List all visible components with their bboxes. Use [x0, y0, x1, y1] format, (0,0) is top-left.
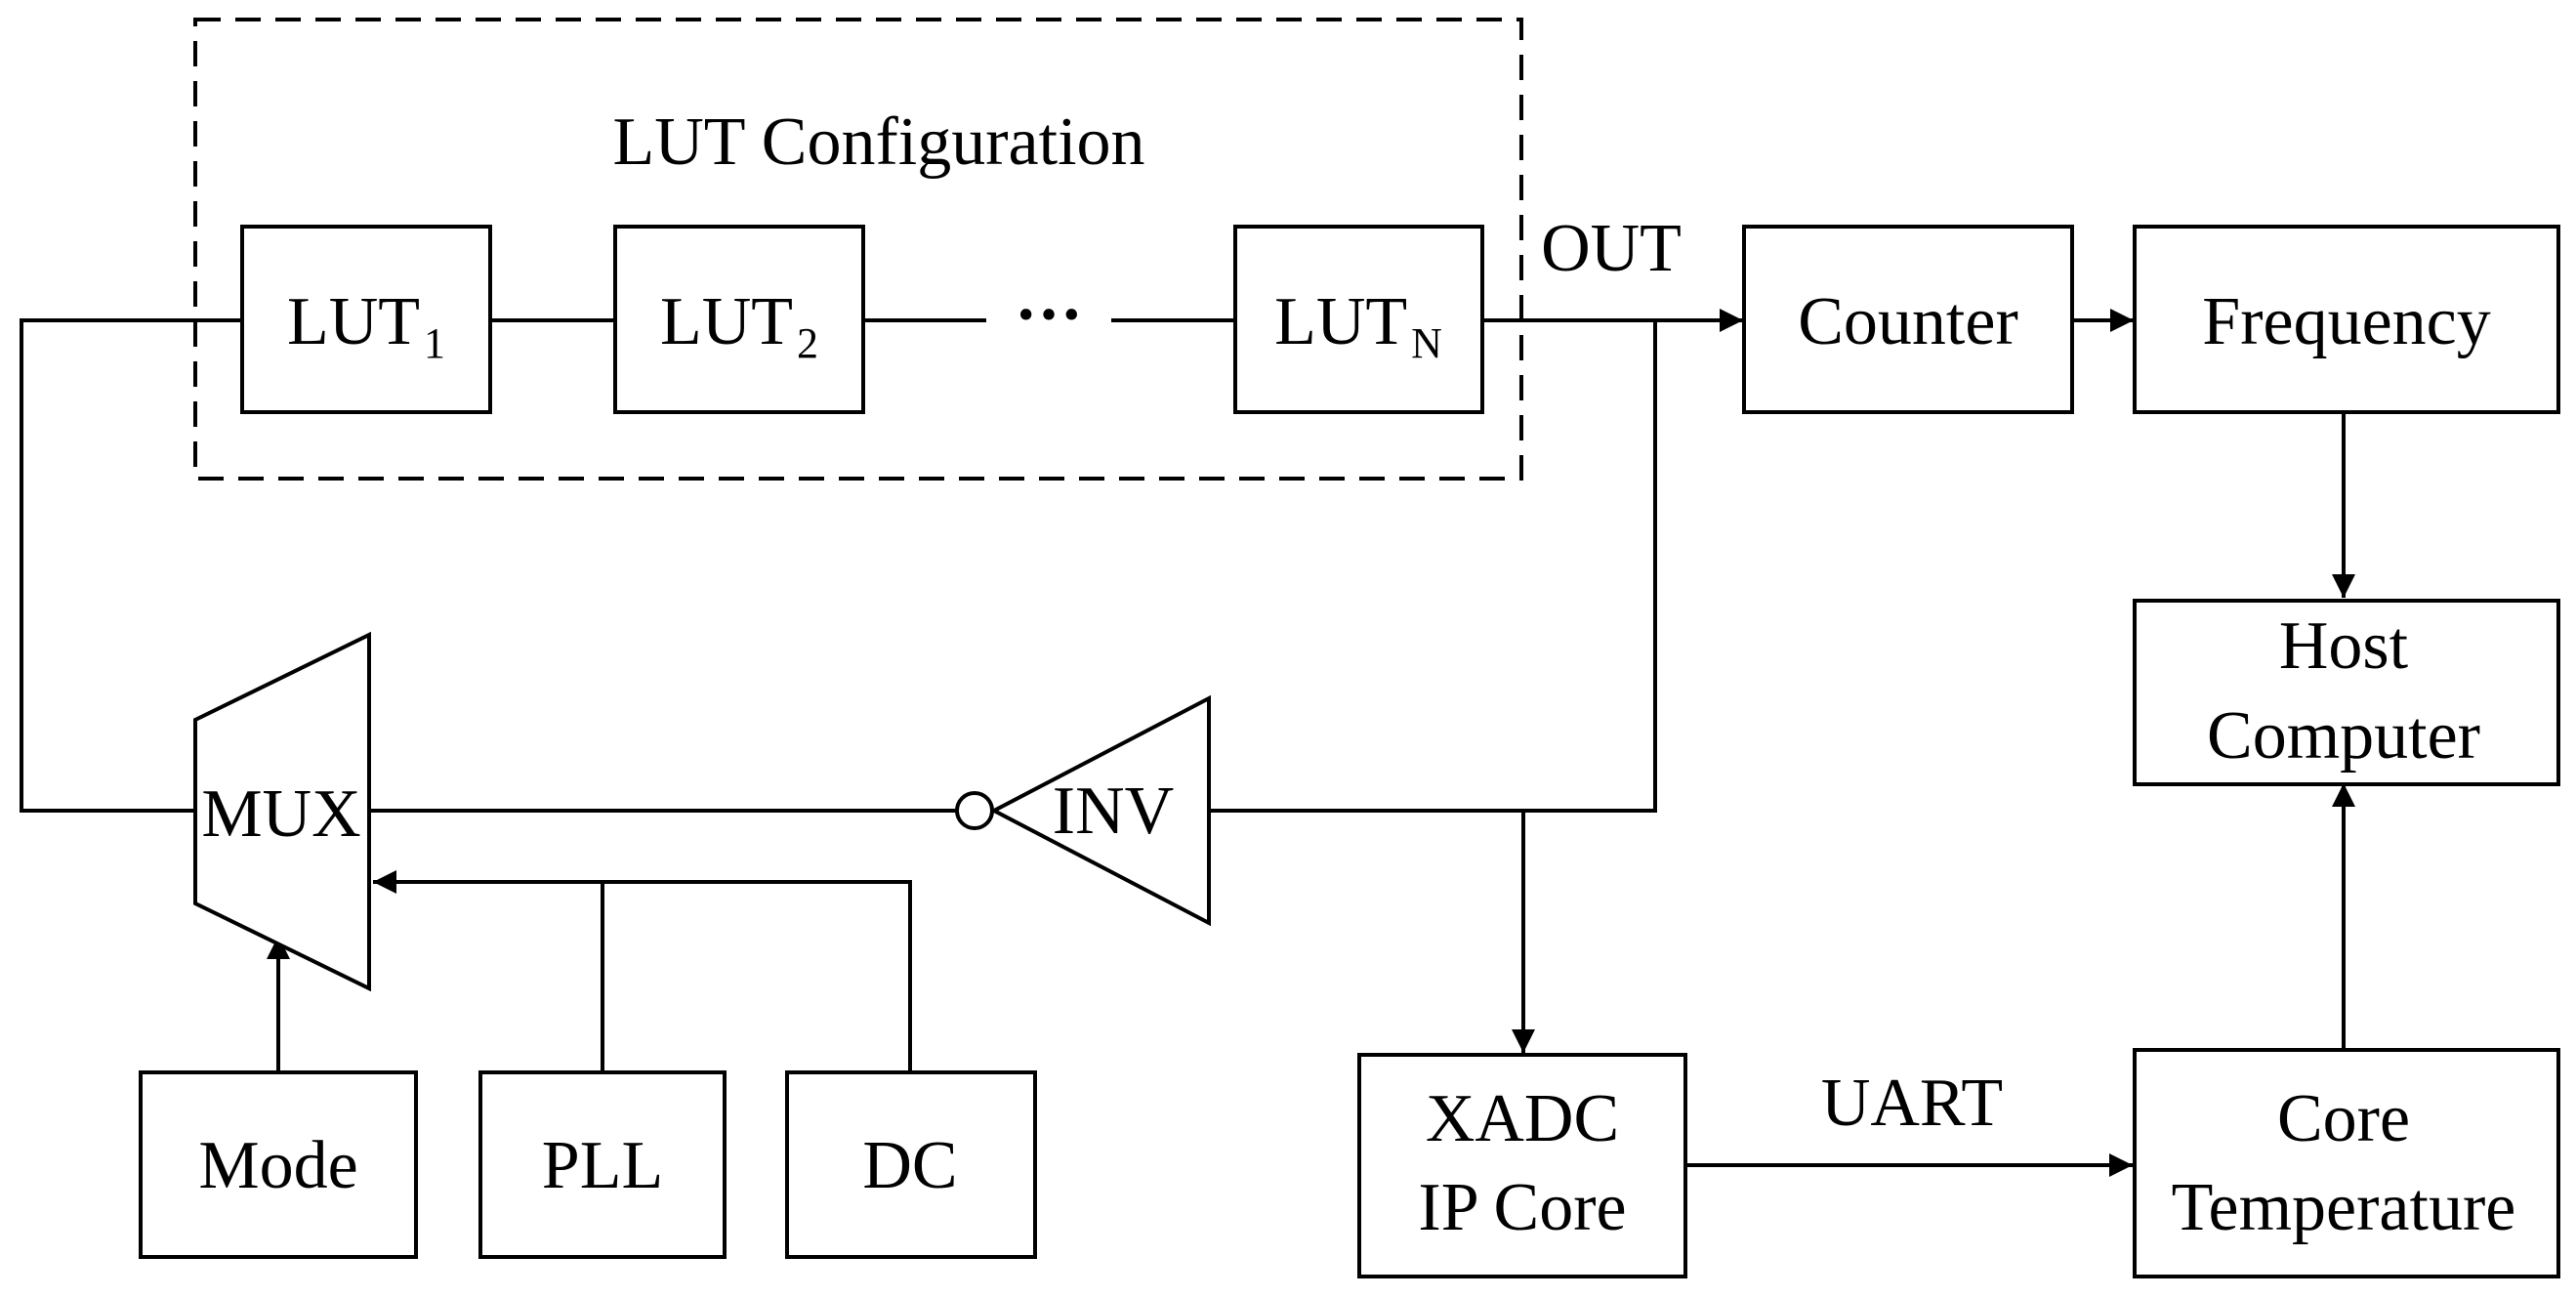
out-label: OUT [1541, 211, 1682, 286]
inverter-block: INV [955, 694, 1211, 927]
svg-text:LUT1: LUT1 [287, 284, 445, 367]
lut-configuration-group [193, 18, 1523, 481]
lutn-block: LUTN [1233, 225, 1484, 414]
lut2-block: LUT2 [613, 225, 865, 414]
svg-text:LUT2: LUT2 [660, 284, 818, 367]
wire-out-to-inv [1209, 320, 1657, 813]
inverter-bubble [955, 791, 994, 830]
mux-label: MUX [201, 776, 360, 852]
host-computer-label-line1: Host [2279, 608, 2409, 684]
uart-label: UART [1821, 1066, 2003, 1141]
dc-block: DC [785, 1070, 1037, 1259]
pll-label: PLL [542, 1128, 663, 1203]
mode-block: Mode [139, 1070, 418, 1259]
xadc-ip-core-block: XADC IP Core [1357, 1053, 1687, 1278]
core-temperature-label-line1: Core [2277, 1081, 2410, 1156]
xadc-label-line2: IP Core [1418, 1170, 1626, 1245]
lut2-subscript: 2 [797, 319, 818, 367]
lut-configuration-title: LUT Configuration [612, 105, 1144, 180]
lut-chain-ellipsis: ··· [1015, 277, 1083, 353]
core-temperature-label-line2: Temperature [2172, 1170, 2516, 1245]
lut1-block: LUT1 [240, 225, 492, 414]
wire-pll-dc-to-mux [373, 870, 912, 1072]
frequency-block: Frequency [2133, 225, 2560, 414]
pll-block: PLL [478, 1070, 727, 1259]
mode-label: Mode [198, 1128, 357, 1203]
dc-label: DC [862, 1128, 957, 1203]
counter-label: Counter [1798, 284, 2018, 359]
lut1-label: LUT [287, 284, 420, 359]
svg-text:LUTN: LUTN [1274, 284, 1442, 367]
lut2-label: LUT [660, 284, 793, 359]
lutn-subscript: N [1411, 319, 1442, 367]
lut1-subscript: 1 [424, 319, 445, 367]
host-computer-label-line2: Computer [2207, 698, 2480, 774]
core-temperature-block: Core Temperature [2133, 1048, 2560, 1278]
frequency-label: Frequency [2202, 284, 2490, 359]
host-computer-block: Host Computer [2133, 599, 2560, 786]
mux-block: MUX [193, 631, 371, 992]
inverter-label: INV [1053, 774, 1174, 849]
counter-block: Counter [1742, 225, 2074, 414]
lutn-label: LUT [1274, 284, 1407, 359]
xadc-label-line1: XADC [1426, 1081, 1619, 1156]
feedback-wire-mux-to-lut1 [20, 318, 242, 813]
